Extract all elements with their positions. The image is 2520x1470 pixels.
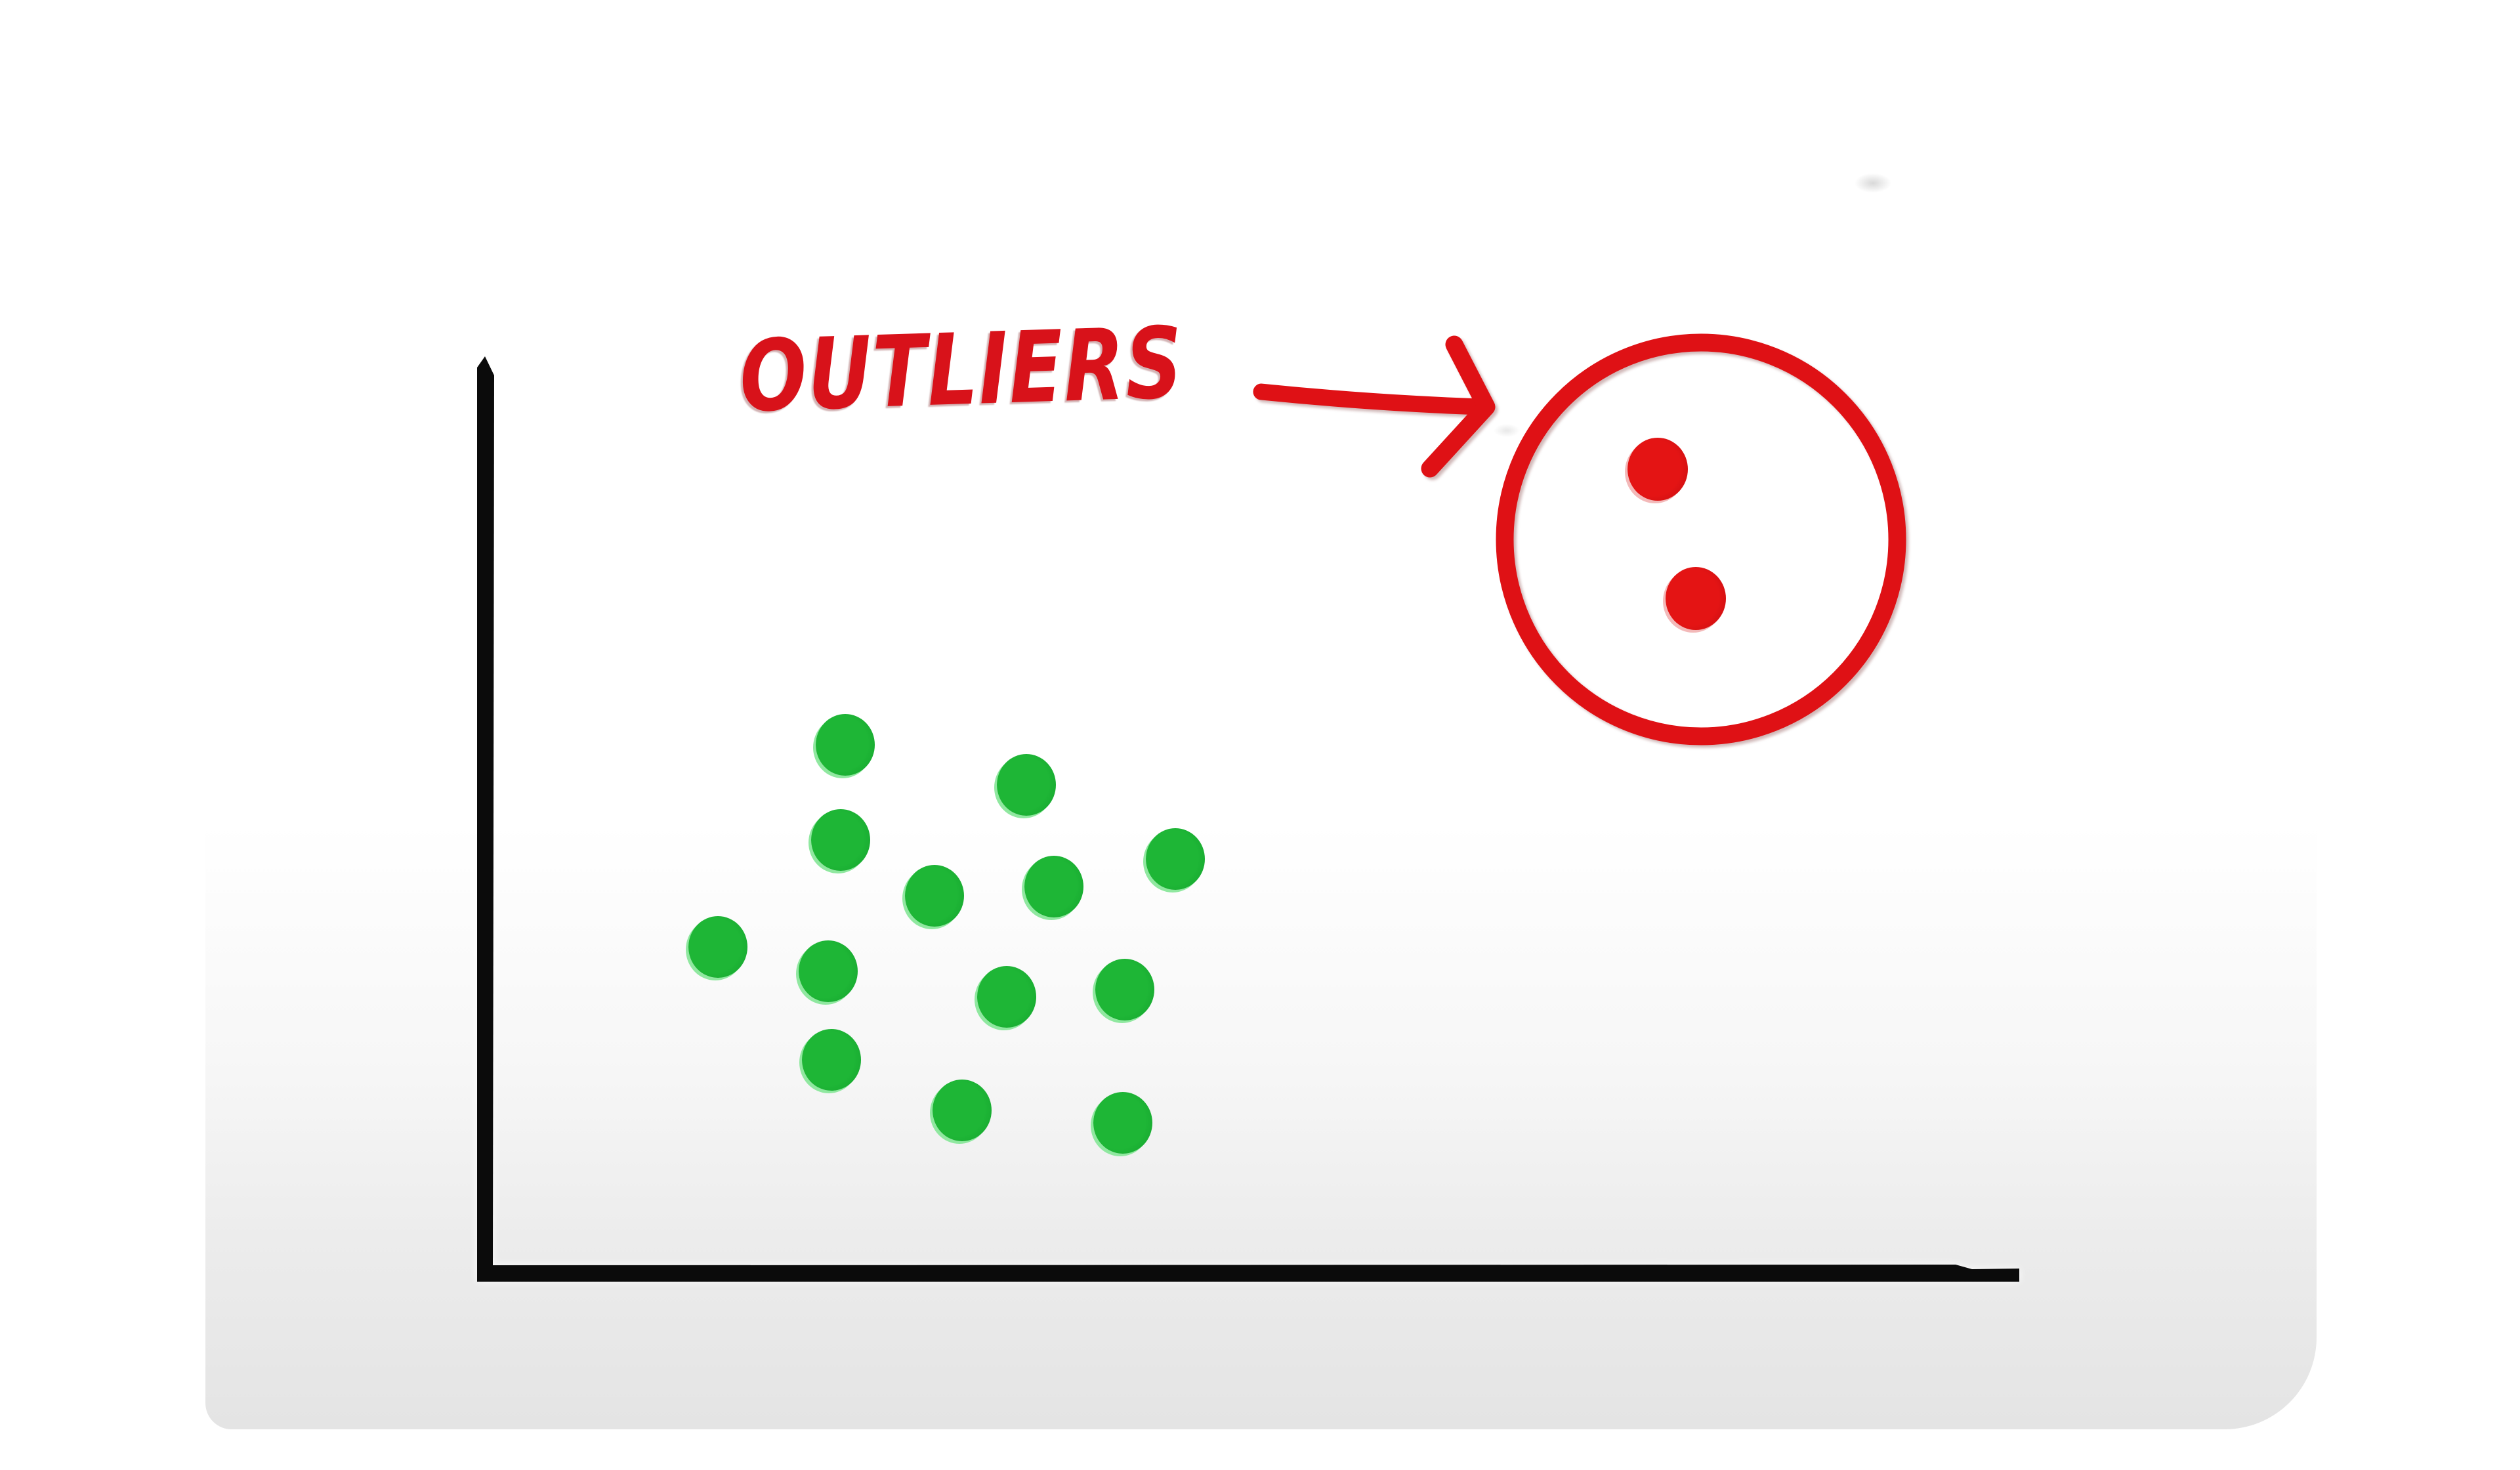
scatter-point-cluster bbox=[801, 1028, 861, 1091]
scatter-point-cluster bbox=[799, 940, 858, 1002]
annotation-arrow-shaft bbox=[1253, 383, 1489, 415]
scatter-point-outliers bbox=[1627, 438, 1688, 501]
outliers-label: OUTLIERS bbox=[738, 306, 1185, 434]
scatter-point-cluster bbox=[1095, 958, 1154, 1020]
smudge-artifact bbox=[1494, 424, 1520, 437]
background-shade bbox=[205, 824, 2317, 1429]
outlier-circle-annotation bbox=[1496, 333, 1906, 746]
scatter-point-outliers bbox=[1666, 566, 1727, 630]
scatter-point-cluster bbox=[688, 916, 747, 978]
axes bbox=[477, 356, 2019, 1282]
scatter-point-cluster bbox=[815, 714, 875, 776]
y-axis-line bbox=[477, 356, 494, 1265]
scatter-point-cluster bbox=[1024, 856, 1084, 918]
scatter-point-cluster bbox=[997, 754, 1057, 816]
annotation-arrow-head bbox=[1421, 335, 1496, 478]
scatter-point-cluster bbox=[810, 809, 870, 872]
scatter-point-cluster bbox=[976, 965, 1036, 1028]
scatter-point-cluster bbox=[1093, 1092, 1153, 1154]
smudge-artifact bbox=[1855, 173, 1891, 193]
x-axis-line bbox=[477, 1265, 2019, 1282]
scatter-point-cluster bbox=[904, 865, 964, 927]
scatter-point-cluster bbox=[932, 1079, 992, 1141]
scatter-point-cluster bbox=[1146, 828, 1205, 891]
outlier-annotation-group bbox=[1253, 333, 1906, 746]
